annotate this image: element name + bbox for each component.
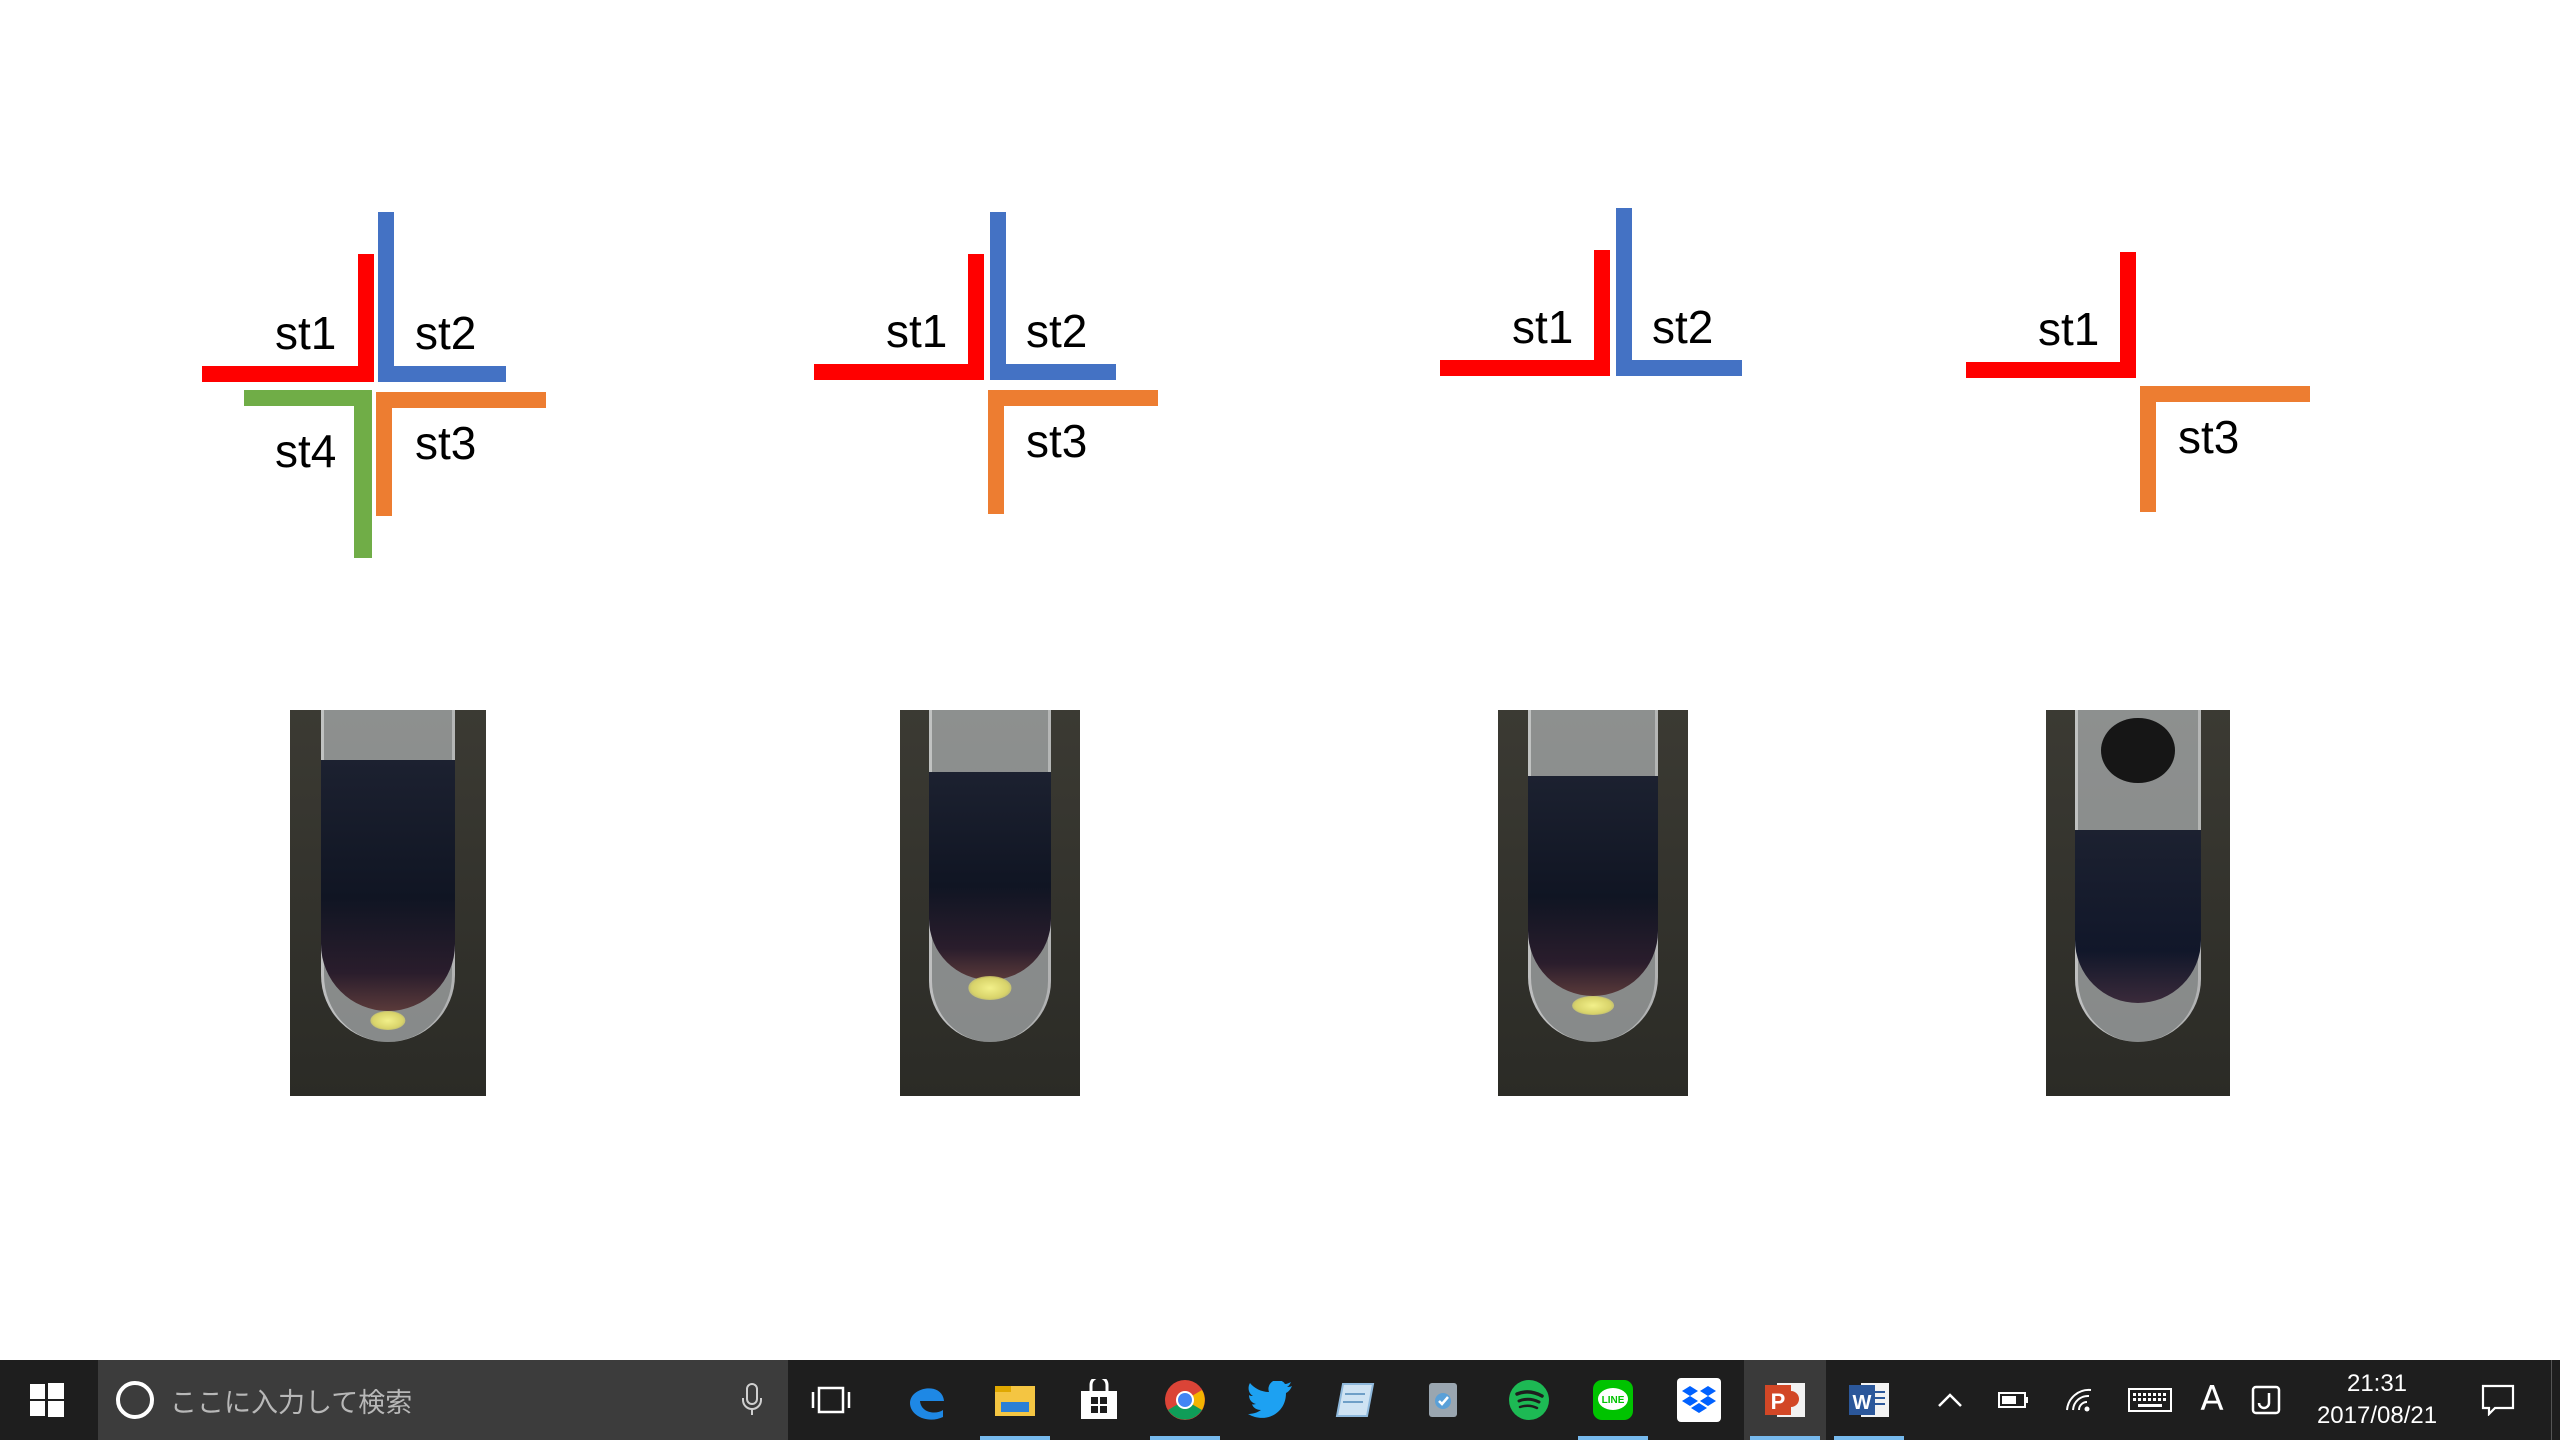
st2-bracket-vertical <box>990 212 1006 380</box>
st2-bracket-horizontal <box>1616 360 1742 376</box>
snipping-tool-icon <box>1429 1383 1457 1417</box>
st3-label: st3 <box>415 417 477 469</box>
ime-options-button[interactable] <box>2246 1360 2286 1440</box>
st2-bracket-horizontal <box>378 366 506 382</box>
st2-label: st2 <box>415 307 477 359</box>
powerpoint-app[interactable]: P <box>1744 1360 1826 1440</box>
snipping-app[interactable] <box>1402 1360 1484 1440</box>
station-diagram-3: st1 st2 <box>0 0 1800 600</box>
microphone-icon[interactable] <box>740 1382 764 1418</box>
twitter-app[interactable] <box>1230 1360 1312 1440</box>
spotify-app[interactable] <box>1488 1360 1570 1440</box>
keyboard-icon <box>2128 1388 2172 1412</box>
touch-keyboard-button[interactable] <box>2122 1360 2178 1440</box>
st2-bracket-horizontal <box>990 364 1116 380</box>
dropbox-icon <box>1677 1378 1721 1422</box>
spotify-icon <box>1509 1380 1549 1420</box>
task-view-icon <box>811 1386 851 1414</box>
st1-bracket-vertical <box>968 254 984 380</box>
network-button[interactable] <box>2058 1360 2102 1440</box>
dropbox-app[interactable] <box>1658 1360 1740 1440</box>
twitter-bird-icon <box>1248 1381 1292 1418</box>
st3-label: st3 <box>1026 415 1088 467</box>
st2-label: st2 <box>1652 301 1714 353</box>
test-tube-photo-4 <box>2046 710 2230 1096</box>
svg-text:LINE: LINE <box>1602 1395 1625 1406</box>
st4-label: st4 <box>275 425 337 477</box>
test-tube-photo-3 <box>1498 710 1688 1096</box>
ime-mode-label: A <box>2200 1379 2224 1420</box>
edge-icon <box>910 1388 944 1420</box>
st1-label: st1 <box>275 307 337 359</box>
chrome-app[interactable] <box>1144 1360 1226 1440</box>
slide-canvas: st1 st2 st3 st4 st1 st2 st3 st1 st2 st1 … <box>0 0 2400 1096</box>
battery-button[interactable] <box>1992 1360 2036 1440</box>
st3-label: st3 <box>2178 411 2240 463</box>
test-tube-photo-2 <box>900 710 1080 1096</box>
clock[interactable]: 21:31 2017/08/21 <box>2302 1360 2452 1440</box>
word-icon: W <box>1849 1383 1889 1417</box>
chrome-icon <box>1165 1380 1205 1420</box>
line-app[interactable]: LINE <box>1572 1360 1654 1440</box>
st1-bracket-horizontal <box>202 366 374 382</box>
st1-bracket-horizontal <box>1440 360 1610 376</box>
clock-date: 2017/08/21 <box>2316 1402 2438 1429</box>
chevron-up-icon <box>1938 1393 1962 1407</box>
notes-icon <box>1335 1383 1375 1417</box>
svg-text:W: W <box>1853 1392 1872 1414</box>
notes-app[interactable] <box>1314 1360 1396 1440</box>
st3-bracket-vertical <box>2140 386 2156 512</box>
ime-mode-indicator[interactable]: A <box>2192 1360 2232 1440</box>
station-diagram-2: st1 st2 st3 <box>0 0 1200 600</box>
st1-bracket-horizontal <box>1966 362 2136 378</box>
st4-bracket-horizontal <box>244 390 372 406</box>
powerpoint-icon: P <box>1765 1383 1805 1417</box>
ime-pad-icon <box>2251 1385 2281 1415</box>
st3-bracket-vertical <box>988 390 1004 514</box>
search-box[interactable]: ここに入力して検索 <box>98 1360 788 1440</box>
battery-icon <box>1998 1392 2028 1408</box>
st2-label: st2 <box>1026 305 1088 357</box>
task-view-button[interactable] <box>790 1360 872 1440</box>
notification-icon <box>2481 1384 2515 1416</box>
search-placeholder: ここに入力して検索 <box>170 1387 413 1419</box>
st3-bracket-horizontal <box>376 392 546 408</box>
st1-label: st1 <box>2038 303 2100 355</box>
file-explorer-app[interactable] <box>974 1360 1056 1440</box>
wifi-icon <box>2066 1388 2092 1412</box>
st1-bracket-vertical <box>1594 250 1610 376</box>
store-icon <box>1081 1379 1117 1419</box>
station-diagram-4: st1 st3 <box>0 0 2400 600</box>
store-app[interactable] <box>1058 1360 1140 1440</box>
show-hidden-icons-button[interactable] <box>1930 1360 1970 1440</box>
st1-bracket-vertical <box>2120 252 2136 378</box>
st2-bracket-vertical <box>378 212 394 382</box>
test-tube-photo-1 <box>290 710 486 1096</box>
st3-bracket-vertical <box>376 392 392 516</box>
show-desktop-button[interactable] <box>2551 1360 2560 1440</box>
line-icon: LINE <box>1593 1380 1633 1420</box>
station-diagram-1: st1 st2 st3 st4 <box>0 0 600 600</box>
st1-bracket-vertical <box>358 254 374 382</box>
word-app[interactable]: W <box>1828 1360 1910 1440</box>
st4-bracket-vertical <box>354 390 372 558</box>
st3-bracket-horizontal <box>2140 386 2310 402</box>
st2-bracket-vertical <box>1616 208 1632 376</box>
folder-icon <box>995 1386 1035 1416</box>
svg-text:P: P <box>1771 1389 1786 1414</box>
st3-bracket-horizontal <box>988 390 1158 406</box>
st1-bracket-horizontal <box>814 364 984 380</box>
start-button[interactable] <box>0 1360 94 1440</box>
windows-logo-icon <box>30 1383 64 1417</box>
action-center-button[interactable] <box>2470 1360 2526 1440</box>
st1-label: st1 <box>1512 301 1574 353</box>
windows-taskbar: ここに入力して検索 <box>0 1360 2560 1440</box>
clock-time: 21:31 <box>2346 1369 2408 1397</box>
st1-label: st1 <box>886 305 948 357</box>
cortana-icon <box>116 1381 154 1419</box>
edge-app[interactable] <box>886 1360 968 1440</box>
